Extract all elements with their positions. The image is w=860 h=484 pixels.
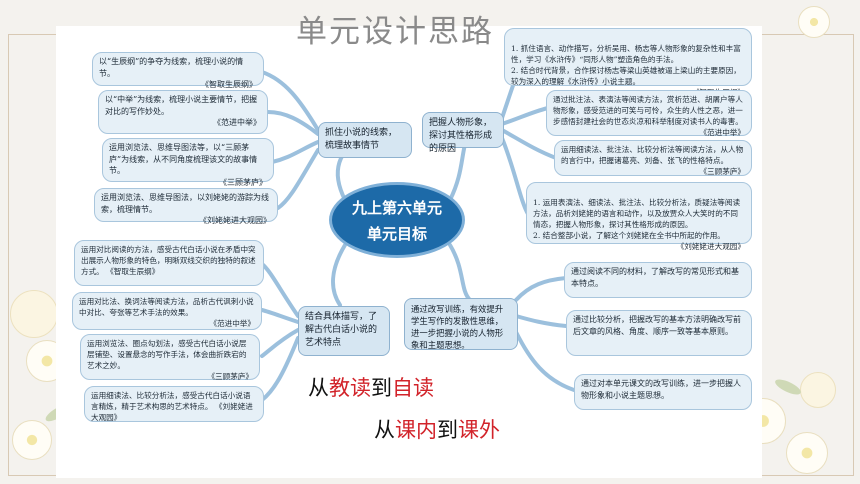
leaf-rewrite-2: 通过比较分析，把握改写的基本方法明确改写前后文章的风格、角度、顺序一致等基本原则… xyxy=(566,310,752,356)
slogan-part: 从 xyxy=(308,376,329,400)
connector-char-4 xyxy=(500,136,530,216)
connector-rewrite-3 xyxy=(514,330,576,392)
slogan-reading: 从教读到自读 xyxy=(308,372,434,402)
leaf-source: 《范进中举》 xyxy=(213,118,261,127)
connector-plot-3 xyxy=(270,140,320,164)
leaf-text: 通过比较分析，把握改写的基本方法明确改写前后文章的风格、角度、顺序一致等基本原则… xyxy=(573,315,741,336)
connector-char-3 xyxy=(500,128,558,160)
connector-rewrite-1 xyxy=(514,276,568,302)
leaf-plot-4: 运用浏览法、思维导图法，以刘姥姥的游踪为线索，梳理情节。 《刘姥姥进大观园》 xyxy=(94,188,278,225)
connector-plot-1 xyxy=(260,70,320,132)
leaf-text: 以“中举”为线索，梳理小说主要情节，把握对比的写作妙处。 xyxy=(105,95,258,116)
leaf-text: 1. 运用表演法、细读法、批注法、比较分析法，质疑法等阅读方法，品析刘姥姥的语言… xyxy=(533,198,741,240)
connector-art-1 xyxy=(260,262,300,318)
center-title: 九上第六单元 xyxy=(351,199,442,217)
connector-char-2 xyxy=(500,106,550,126)
leaf-art-4: 运用细读法、比较分析法，感受古代白话小说语言精炼，精于艺术构思的艺术特点。 《刘… xyxy=(84,386,264,422)
branch-art: 结合具体描写，了解古代白话小说的艺术特点 xyxy=(298,306,390,356)
leaf-text: 运用对比法、换词法等阅读方法，品析古代讽刺小说中对比、夸张等艺术手法的效果。 xyxy=(79,297,254,317)
slogan-scope: 从课内到课外 xyxy=(374,414,500,444)
leaf-character-1: 1. 抓住语言、动作描写，分析吴用、杨志等人物形象的复杂性和丰富性，学习《水浒传… xyxy=(504,28,752,97)
slogan-highlight: 教读 xyxy=(329,376,371,400)
leaf-plot-1: 以“生辰纲”的争夺为线索，梳理小说的情节。 《智取生辰纲》 xyxy=(92,52,264,89)
leaf-text: 运用细读法、比较分析法，感受古代白话小说语言精炼，精于艺术构思的艺术特点。 xyxy=(91,391,251,411)
branch-character: 把握人物形象，探讨其性格形成的原因 xyxy=(422,112,504,154)
leaf-text: 运用浏览法、思维导图法等，以“三顾茅庐”为线索，从不同角度梳理该文的故事情节。 xyxy=(109,143,258,175)
center-node: 九上第六单元 单元目标 xyxy=(329,182,465,258)
flower-decoration xyxy=(798,6,830,38)
leaf-text: 通过批注法、表演法等阅读方法，赏析范进、胡屠户等人物形象，感受范进的可笑与可怜，… xyxy=(553,95,743,126)
leaf-rewrite-1: 通过阅读不同的材料，了解改写的常见形式和基本特点。 xyxy=(564,262,752,298)
flower-decoration xyxy=(12,420,52,460)
leaf-plot-2: 以“中举”为线索，梳理小说主要情节，把握对比的写作妙处。 《范进中举》 xyxy=(98,90,268,134)
leaf-source: 《范进中举》 xyxy=(699,128,745,137)
leaf-text: 通过阅读不同的材料，了解改写的常见形式和基本特点。 xyxy=(571,267,739,288)
leaf-text: 以“生辰纲”的争夺为线索，梳理小说的情节。 xyxy=(99,57,244,78)
leaf-source: 《智取生辰纲》 xyxy=(106,267,160,276)
leaf-art-1: 运用对比阅读的方法，感受古代白话小说在矛盾中突出展示人物形象的特色，明晰双线交织… xyxy=(74,240,264,286)
leaf-source: 《三顾茅庐》 xyxy=(207,372,253,381)
leaf-art-2: 运用对比法、换词法等阅读方法，品析古代讽刺小说中对比、夸张等艺术手法的效果。 《… xyxy=(72,292,262,330)
center-subtitle: 单元目标 xyxy=(366,225,427,243)
leaf-rewrite-3: 通过对本单元课文的改写训练，进一步把握人物形象和小说主题思想。 xyxy=(574,374,752,410)
leaf-source: 《刘姥姥进大观园》 xyxy=(676,242,745,251)
leaf-source: 《三顾茅庐》 xyxy=(699,167,745,176)
flower-decoration xyxy=(10,290,58,338)
leaf-source: 《范进中举》 xyxy=(209,319,255,328)
connector-center-art xyxy=(331,243,347,307)
slogan-highlight: 自读 xyxy=(392,376,434,400)
branch-rewrite: 通过改写训练，有效提升学生写作的发散性思维，进一步把握小说的人物形象和主题思想。 xyxy=(404,298,518,350)
leaf-source: 《刘姥姥进大观园》 xyxy=(199,216,271,225)
leaf-text: 运用浏览法、思维导图法，以刘姥姥的游踪为线索，梳理情节。 xyxy=(101,193,269,214)
connector-plot-2 xyxy=(266,110,320,136)
slogan-part: 到 xyxy=(371,376,392,400)
leaf-text: 1. 抓住语言、动作描写，分析吴用、杨志等人物形象的复杂性和丰富性，学习《水浒传… xyxy=(511,44,741,86)
leaf-text: 运用浏览法、圈点勾划法，感受古代白话小说层层铺垫、设置悬念的写作手法，体会曲折跌… xyxy=(87,339,247,370)
leaf-character-3: 运用细读法、批注法、比较分析法等阅读方法，从人物的言行中，把握诸葛亮、刘备、张飞… xyxy=(554,140,752,176)
leaf-text: 运用细读法、批注法、比较分析法等阅读方法，从人物的言行中，把握诸葛亮、刘备、张飞… xyxy=(561,145,744,165)
slogan-highlight: 课内 xyxy=(395,418,437,442)
page-title: 单元设计思路 xyxy=(296,14,494,50)
connector-art-4 xyxy=(260,336,300,402)
leaf-character-4: 1. 运用表演法、细读法、批注法、比较分析法，质疑法等阅读方法，品析刘姥姥的语言… xyxy=(526,182,752,251)
connector-art-3 xyxy=(260,328,300,358)
connector-art-2 xyxy=(260,308,300,324)
leaf-text: 运用对比阅读的方法，感受古代白话小说在矛盾中突出展示人物形象的特色，明晰双线交织… xyxy=(81,245,256,276)
connector-rewrite-2 xyxy=(514,314,568,328)
connector-plot-4 xyxy=(276,148,320,210)
connector-center-rewrite xyxy=(448,243,472,302)
leaf-source: 《智取生辰纲》 xyxy=(201,80,257,89)
leaf-art-3: 运用浏览法、圈点勾划法，感受古代白话小说层层铺垫、设置悬念的写作手法，体会曲折跌… xyxy=(80,334,260,381)
slogan-part: 到 xyxy=(437,418,458,442)
branch-plot: 抓住小说的线索，梳理故事情节 xyxy=(318,122,412,158)
leaf-plot-3: 运用浏览法、思维导图法等，以“三顾茅庐”为线索，从不同角度梳理该文的故事情节。 … xyxy=(102,138,274,187)
flower-decoration xyxy=(800,372,836,408)
leaf-source: 《三顾茅庐》 xyxy=(219,177,267,187)
leaf-source: 《刘姥姥进大观园》 xyxy=(91,402,253,422)
leaf-text: 通过对本单元课文的改写训练，进一步把握人物形象和小说主题思想。 xyxy=(581,379,741,400)
slogan-highlight: 课外 xyxy=(458,418,500,442)
flower-decoration xyxy=(786,432,828,474)
slogan-part: 从 xyxy=(374,418,395,442)
leaf-character-2: 通过批注法、表演法等阅读方法，赏析范进、胡屠户等人物形象，感受范进的可笑与可怜，… xyxy=(546,90,752,137)
